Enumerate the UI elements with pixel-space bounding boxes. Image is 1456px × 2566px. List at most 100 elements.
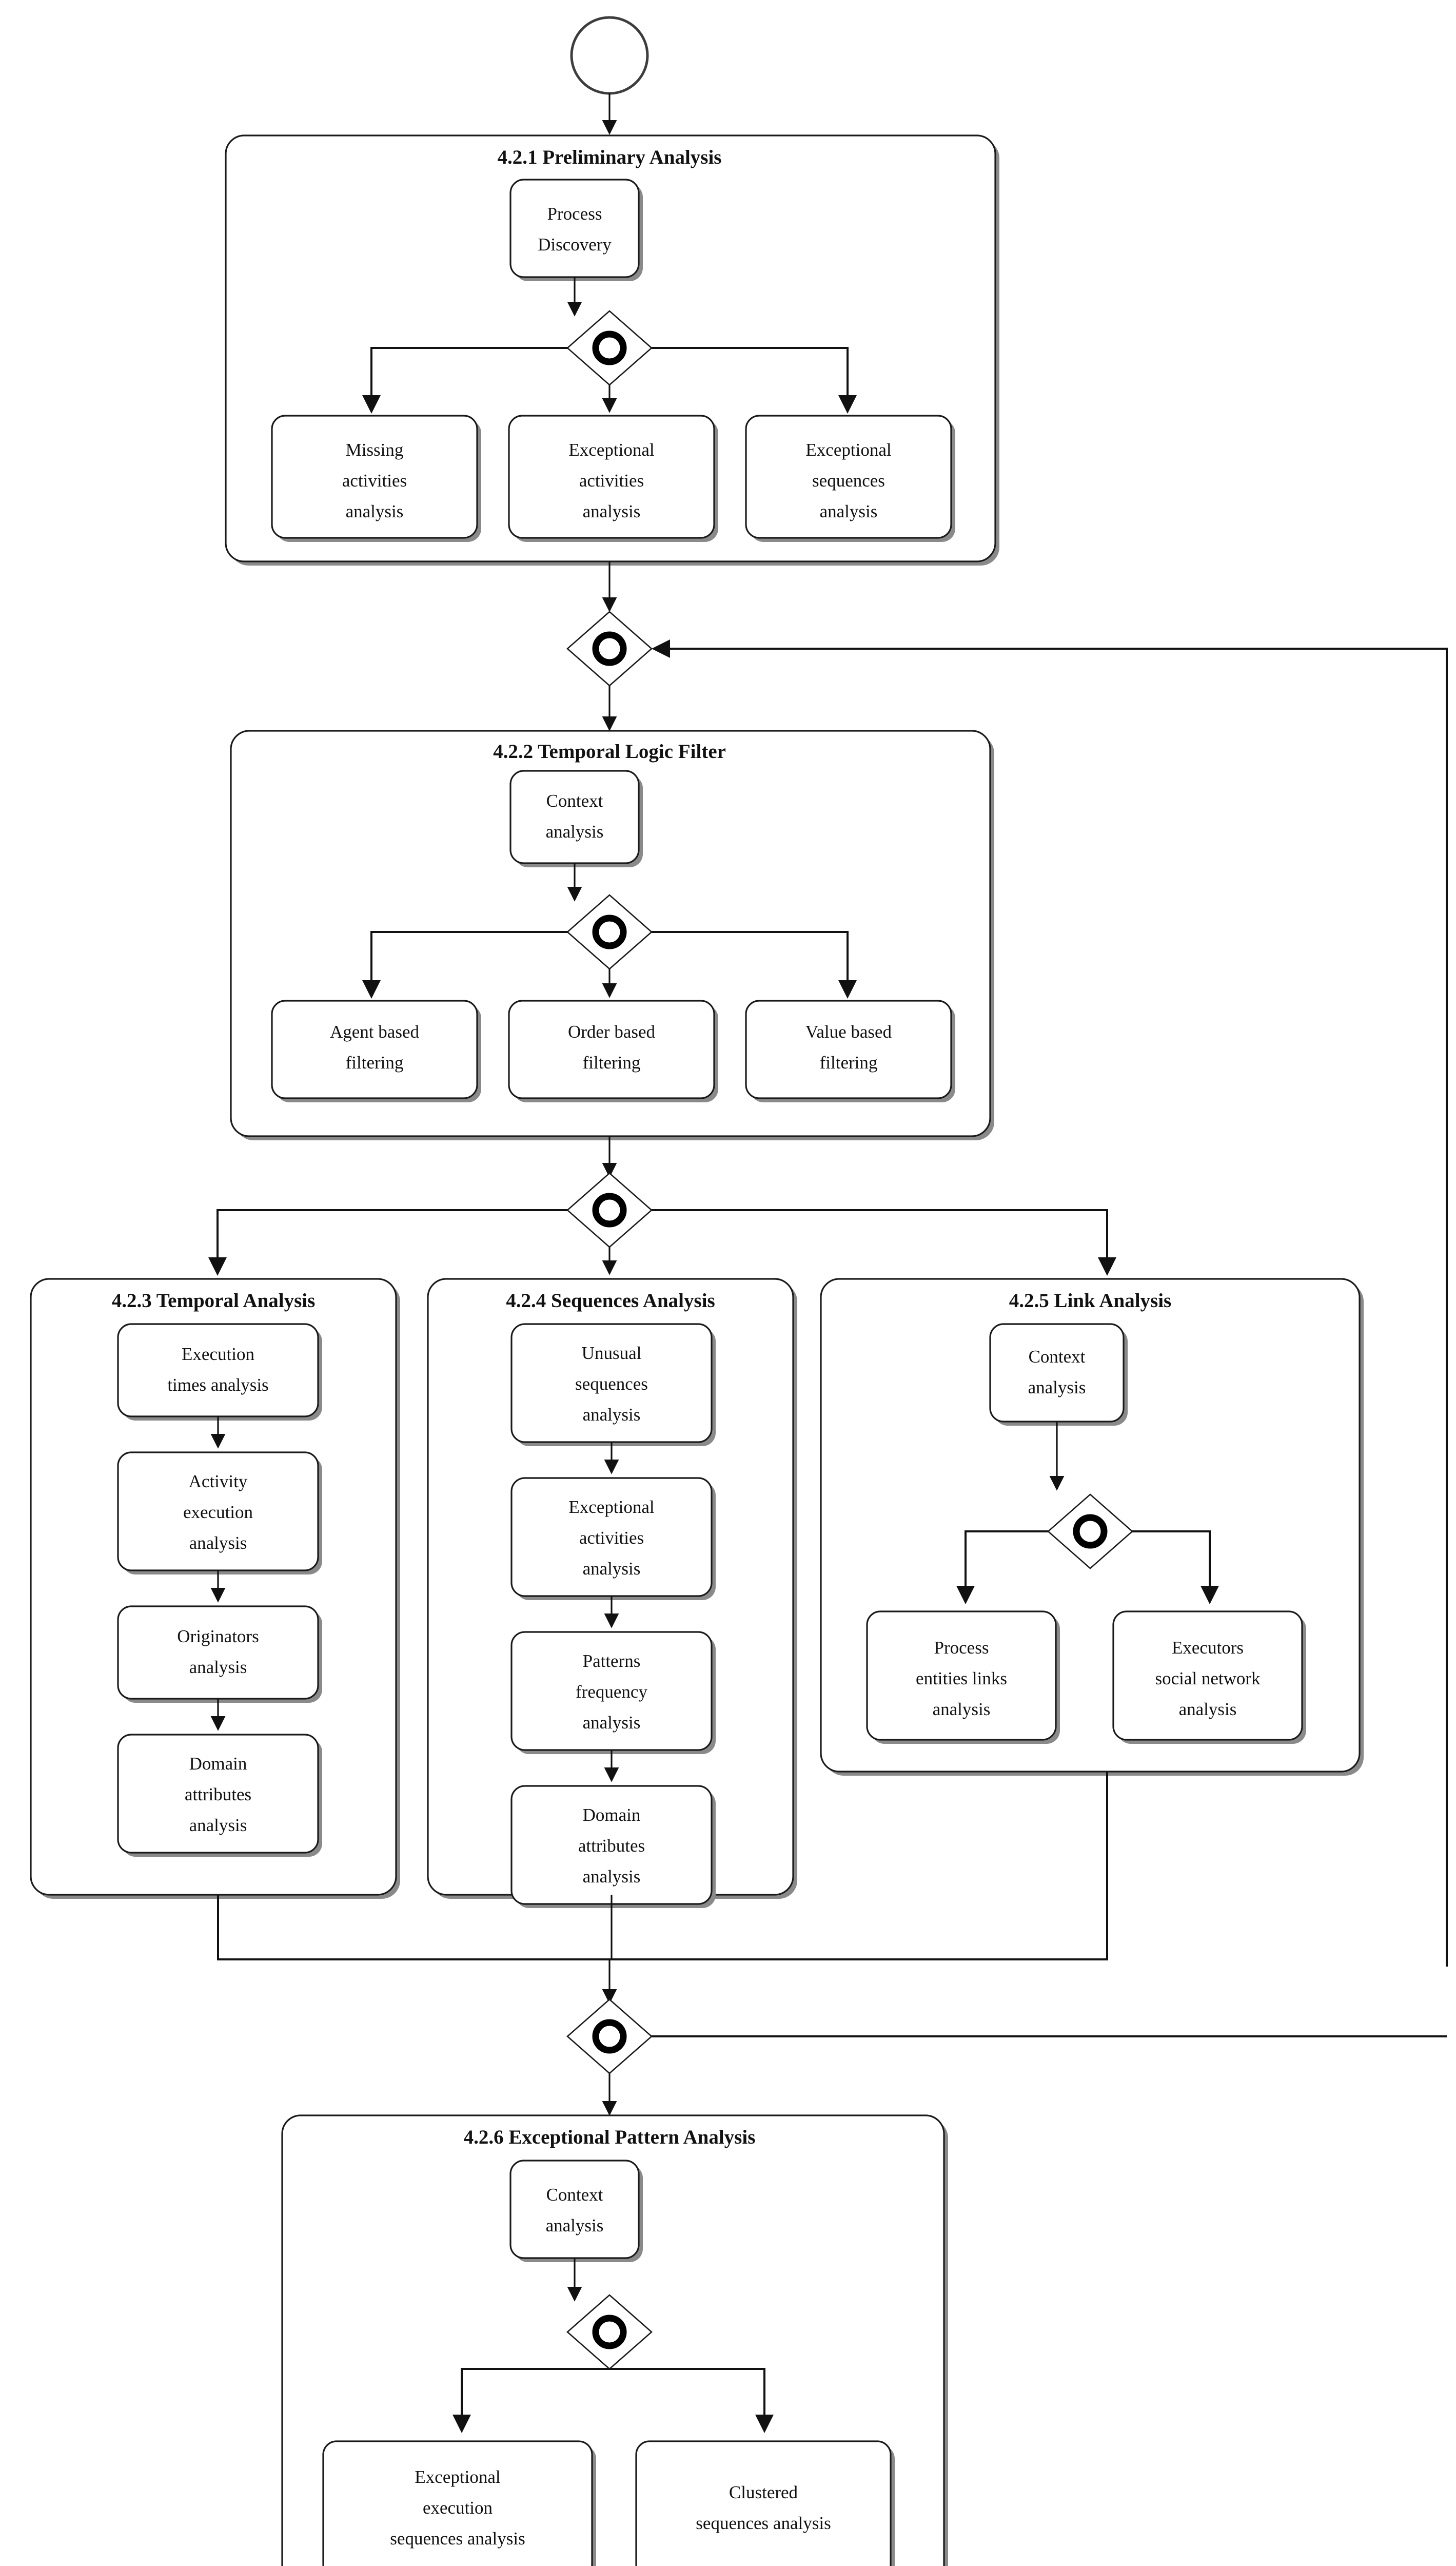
flow-gw421-to-b1 [362,347,567,414]
task-domain-attributes-analysis-423[interactable]: Domain attributes analysis [117,1734,322,1857]
task-execution-times-analysis[interactable]: Execution times analysis [117,1323,322,1421]
task-line: filtering [583,1053,641,1073]
task-line: analysis [820,501,878,521]
task-line: activities [342,471,407,491]
lane-423-title: 4.2.3 Temporal Analysis [112,1290,316,1312]
task-line: Agent based [330,1022,419,1042]
task-line: execution [423,2498,493,2518]
task-line: times analysis [167,1375,268,1395]
gateway-426-split [566,2294,653,2370]
task-line: analysis [1179,1699,1237,1719]
task-line: Missing [346,440,404,460]
task-line: Executors [1172,1638,1244,1658]
gateway-merge-A [566,611,653,687]
task-domain-attributes-analysis-424[interactable]: Domain attributes analysis [510,1785,716,1908]
task-agent-based-filtering[interactable]: Agent based filtering [271,1000,481,1102]
task-context-analysis-422[interactable]: Context analysis [509,770,643,867]
task-line: analysis [583,1867,641,1887]
task-line: analysis [583,1713,641,1733]
lane-424-title: 4.2.4 Sequences Analysis [506,1290,715,1312]
task-exceptional-sequences-analysis-421[interactable]: Exceptional sequences analysis [745,415,955,542]
task-order-based-filtering[interactable]: Order based filtering [508,1000,718,1102]
flow-feedback-loop [652,639,1448,1967]
task-patterns-frequency-analysis[interactable]: Patterns frequency analysis [510,1631,716,1754]
task-line: analysis [583,1405,641,1425]
task-executors-social-network-analysis[interactable]: Executors social network analysis [1112,1610,1306,1744]
flow-gw421-to-b3 [652,347,857,414]
lane-426-title: 4.2.6 Exceptional Pattern Analysis [464,2126,756,2148]
task-line: Value based [805,1022,892,1042]
task-context-analysis-426[interactable]: Context analysis [509,2160,643,2262]
task-line: filtering [820,1053,878,1073]
lane-421-title: 4.2.1 Preliminary Analysis [498,146,722,168]
flow-gwB-to-lane425 [652,1209,1116,1276]
task-line: execution [183,1502,253,1522]
task-line: Exceptional [568,1497,654,1517]
task-line: analysis [346,501,404,521]
task-line: entities links [916,1668,1007,1688]
task-line: Process [547,204,602,224]
task-line: sequences [812,471,885,491]
task-clustered-sequences-analysis[interactable]: Clustered sequences analysis [635,2440,895,2566]
gateway-merge-C [566,1998,653,2074]
task-line: Exceptional [415,2467,500,2487]
gateway-split-B [566,1172,653,1248]
flow-lane425-to-gwC [609,1772,1108,1960]
task-exceptional-activities-analysis-421[interactable]: Exceptional activities analysis [508,415,718,542]
task-line: Domain [189,1754,247,1774]
task-line: Context [1029,1347,1086,1367]
task-line: analysis [546,2215,604,2235]
task-process-discovery[interactable]: Process Discovery [509,179,643,281]
task-line: Order based [568,1022,656,1042]
task-process-entities-links-analysis[interactable]: Process entities links analysis [866,1610,1060,1744]
flow-gw426-to-b2 [609,2368,774,2433]
task-line: Exceptional [568,440,654,460]
task-line: Exceptional [805,440,891,460]
task-line: activities [579,1528,644,1548]
task-line: Unusual [582,1343,642,1363]
task-context-analysis-425[interactable]: Context analysis [989,1323,1128,1426]
task-line: social network [1155,1668,1261,1688]
task-line: sequences analysis [390,2529,525,2549]
flow-gw425-to-b1 [956,1530,1048,1604]
task-line: Originators [177,1626,259,1646]
task-line: frequency [576,1682,647,1702]
task-line: Domain [583,1805,641,1825]
task-line: attributes [578,1836,645,1856]
task-line: Discovery [538,235,612,255]
gateway-425-split [1047,1493,1133,1569]
lane-422-title: 4.2.2 Temporal Logic Filter [493,741,726,763]
task-line: sequences analysis [696,2513,831,2533]
task-line: analysis [583,1559,641,1579]
flow-gwB-to-lane423 [208,1209,567,1276]
flow-lane423-to-gwC [217,1895,609,1960]
task-exceptional-activities-analysis-424[interactable]: Exceptional activities analysis [510,1477,716,1600]
task-exceptional-execution-sequences-analysis[interactable]: Exceptional execution sequences analysis [322,2440,596,2566]
task-activity-execution-analysis[interactable]: Activity execution analysis [117,1451,322,1574]
task-line: activities [579,471,644,491]
task-originators-analysis[interactable]: Originators analysis [117,1605,322,1703]
task-line: analysis [546,822,604,842]
task-line: Context [546,791,603,811]
task-line: analysis [189,1657,247,1677]
start-event [570,16,649,95]
task-unusual-sequences-analysis[interactable]: Unusual sequences analysis [510,1323,716,1446]
task-line: analysis [933,1699,991,1719]
task-line: filtering [346,1053,404,1073]
task-line: analysis [189,1815,247,1835]
task-line: Activity [189,1471,248,1491]
task-line: Execution [182,1344,254,1364]
task-line: sequences [575,1374,648,1394]
task-line: attributes [185,1784,251,1804]
task-value-based-filtering[interactable]: Value based filtering [745,1000,955,1102]
flow-gw422-to-b3 [652,931,857,999]
task-line: Clustered [729,2482,798,2502]
flow-gw425-to-b2 [1132,1530,1219,1604]
task-line: analysis [1028,1377,1086,1397]
task-missing-activities-analysis[interactable]: Missing activities analysis [271,415,481,542]
flow-gw422-to-b1 [362,931,567,999]
task-line: analysis [583,501,641,521]
task-line: analysis [189,1533,247,1553]
